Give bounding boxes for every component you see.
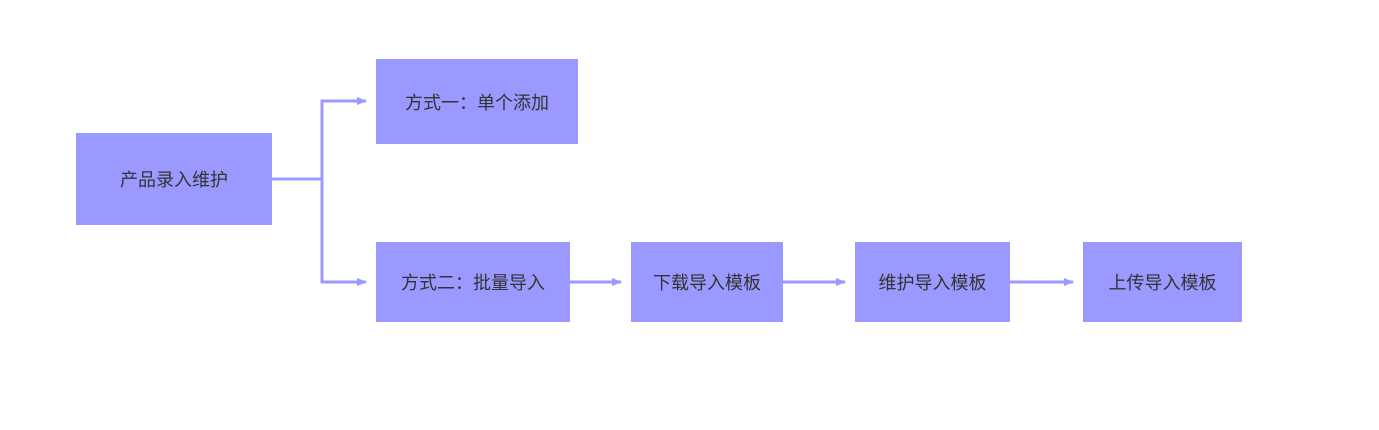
- node-maintain-template: 维护导入模板: [855, 242, 1010, 322]
- node-method-batch-import: 方式二：批量导入: [376, 242, 570, 322]
- node-download-template: 下载导入模板: [631, 242, 783, 322]
- node-label: 方式二：批量导入: [401, 273, 545, 294]
- node-label: 维护导入模板: [878, 273, 987, 294]
- node-label: 产品录入维护: [120, 170, 228, 191]
- node-label: 下载导入模板: [653, 273, 761, 294]
- node-product-entry-maintenance: 产品录入维护: [76, 133, 272, 225]
- edge-root-to-single: [272, 97, 367, 181]
- edge-root-to-batch: [272, 177, 367, 286]
- node-method-single-add: 方式一：单个添加: [376, 59, 578, 144]
- node-label: 上传导入模板: [1108, 273, 1217, 294]
- node-label: 方式一：单个添加: [405, 92, 549, 114]
- node-upload-template: 上传导入模板: [1083, 242, 1242, 322]
